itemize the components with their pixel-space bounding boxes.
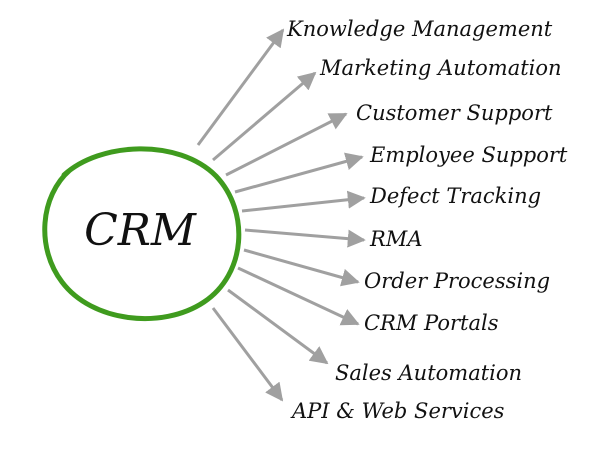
label-employee-support: Employee Support <box>369 143 568 167</box>
label-marketing-automation: Marketing Automation <box>319 56 562 80</box>
label-defect-tracking: Defect Tracking <box>369 184 541 208</box>
hub-label: CRM <box>84 205 197 256</box>
arrow-rma <box>244 228 366 248</box>
arrow-order-processing <box>243 248 360 287</box>
label-order-processing: Order Processing <box>364 269 550 293</box>
arrow-crm-portals <box>237 266 360 326</box>
arrow-customer-support <box>225 112 348 177</box>
arrow-sales-automation <box>227 288 329 365</box>
crm-hub: CRM <box>42 146 242 321</box>
spoke-labels: Knowledge Management Marketing Automatio… <box>286 17 568 423</box>
arrow-marketing-automation <box>212 71 317 162</box>
label-rma: RMA <box>369 227 422 251</box>
arrow-defect-tracking <box>241 190 366 213</box>
hub-ring-overlap <box>68 148 134 172</box>
label-sales-automation: Sales Automation <box>335 361 522 385</box>
hub-ring <box>42 146 242 321</box>
label-knowledge-management: Knowledge Management <box>286 17 553 41</box>
arrow-api-web-services <box>211 307 284 402</box>
spoke-arrows <box>196 28 366 402</box>
label-customer-support: Customer Support <box>356 101 553 125</box>
label-api-web-services: API & Web Services <box>290 399 505 423</box>
arrow-employee-support <box>234 152 364 194</box>
label-crm-portals: CRM Portals <box>364 311 499 335</box>
arrow-knowledge-management <box>196 28 285 146</box>
